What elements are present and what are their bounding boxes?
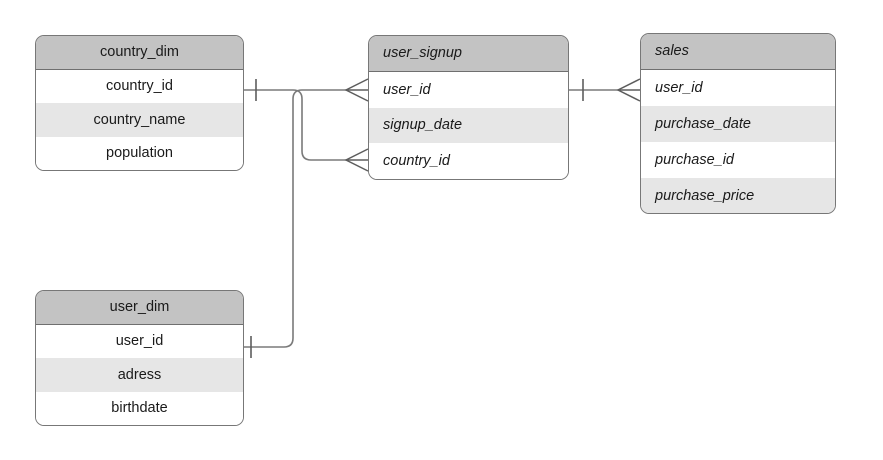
entity-title-user_signup: user_signup [369,36,568,72]
entity-sales[interactable]: sales user_id purchase_date purchase_id … [640,33,836,214]
entity-title-country_dim: country_dim [36,36,243,70]
entity-columns-user_dim: user_id adress birthdate [36,325,243,425]
entity-column-country_id[interactable]: country_id [36,70,243,104]
entity-column-country_id[interactable]: country_id [369,143,568,179]
entity-columns-country_dim: country_id country_name population [36,70,243,170]
entity-column-user_id[interactable]: user_id [36,325,243,359]
cardinality-many-marker [616,78,641,102]
entity-column-user_id[interactable]: user_id [369,72,568,108]
entity-column-country_name[interactable]: country_name [36,103,243,137]
relationship-country_dim-to-user_signup[interactable] [244,79,369,172]
entity-title-sales: sales [641,34,835,70]
cardinality-many-marker [344,78,369,102]
entity-country_dim[interactable]: country_dim country_id country_name popu… [35,35,244,171]
relationship-user_dim-to-user_signup[interactable] [244,78,369,358]
entity-column-birthdate[interactable]: birthdate [36,391,243,425]
entity-columns-sales: user_id purchase_date purchase_id purcha… [641,70,835,213]
cardinality-many-marker [344,148,369,172]
entity-column-signup_date[interactable]: signup_date [369,107,568,144]
entity-column-purchase_id[interactable]: purchase_id [641,142,835,179]
entity-column-purchase_price[interactable]: purchase_price [641,178,835,213]
entity-column-user_id[interactable]: user_id [641,70,835,107]
entity-user_signup[interactable]: user_signup user_id signup_date country_… [368,35,569,180]
entity-columns-user_signup: user_id signup_date country_id [369,72,568,179]
entity-user_dim[interactable]: user_dim user_id adress birthdate [35,290,244,426]
relationship-user_signup-to-sales[interactable] [569,78,641,102]
entity-column-population[interactable]: population [36,136,243,170]
entity-column-adress[interactable]: adress [36,358,243,392]
entity-column-purchase_date[interactable]: purchase_date [641,106,835,143]
entity-title-user_dim: user_dim [36,291,243,325]
